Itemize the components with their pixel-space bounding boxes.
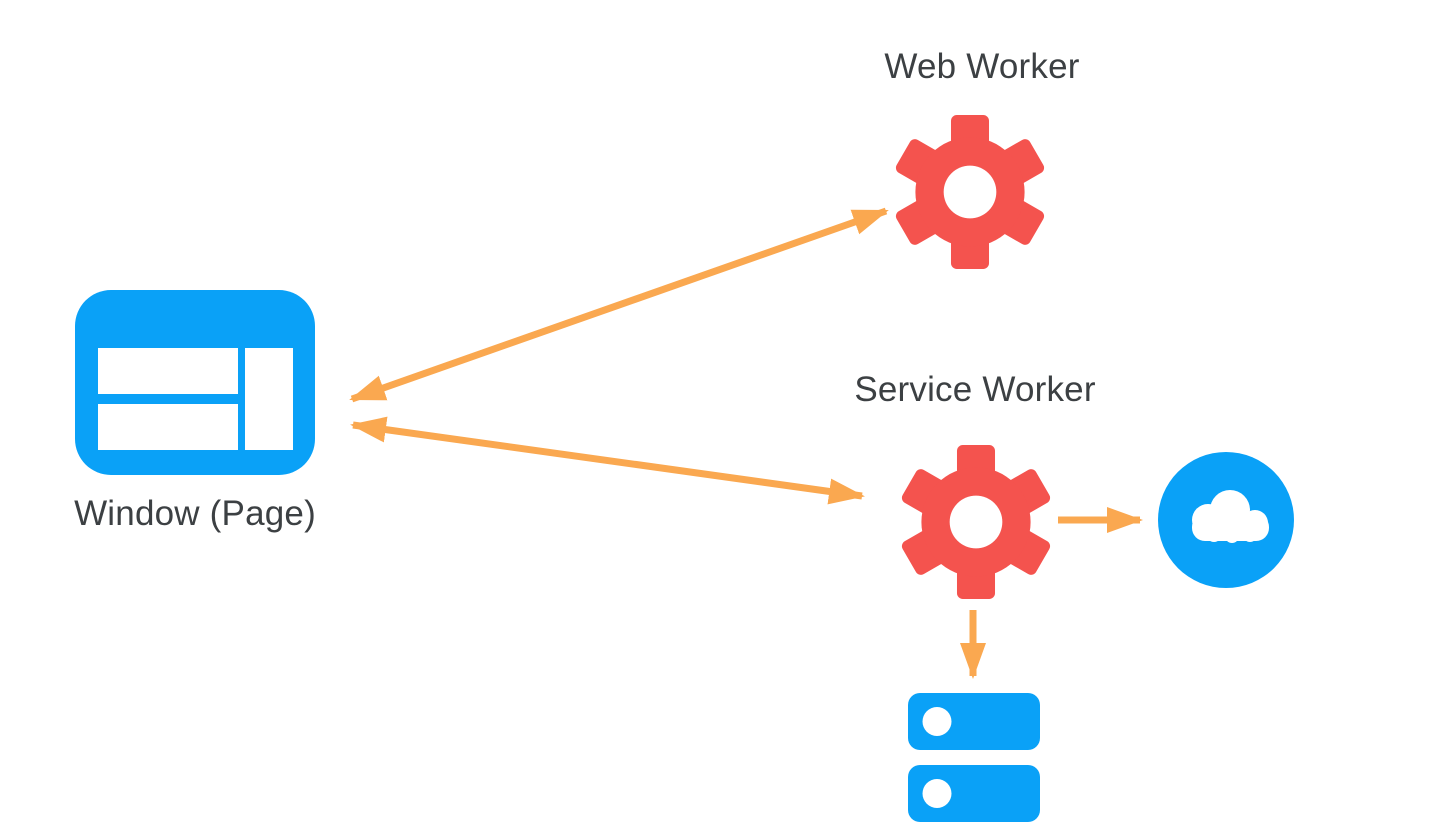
cloud-icon <box>1158 452 1294 588</box>
arrow-window-webworker <box>349 207 889 403</box>
arrow-window-serviceworker <box>350 416 865 505</box>
service-worker-label: Service Worker <box>854 370 1096 409</box>
browser-window-icon <box>75 290 315 475</box>
window-page-label: Window (Page) <box>74 494 316 533</box>
service-worker-gear-icon <box>901 444 1051 600</box>
web-worker-gear-icon <box>895 114 1045 270</box>
web-worker-label: Web Worker <box>884 47 1080 86</box>
database-stack-icon <box>908 693 1040 822</box>
